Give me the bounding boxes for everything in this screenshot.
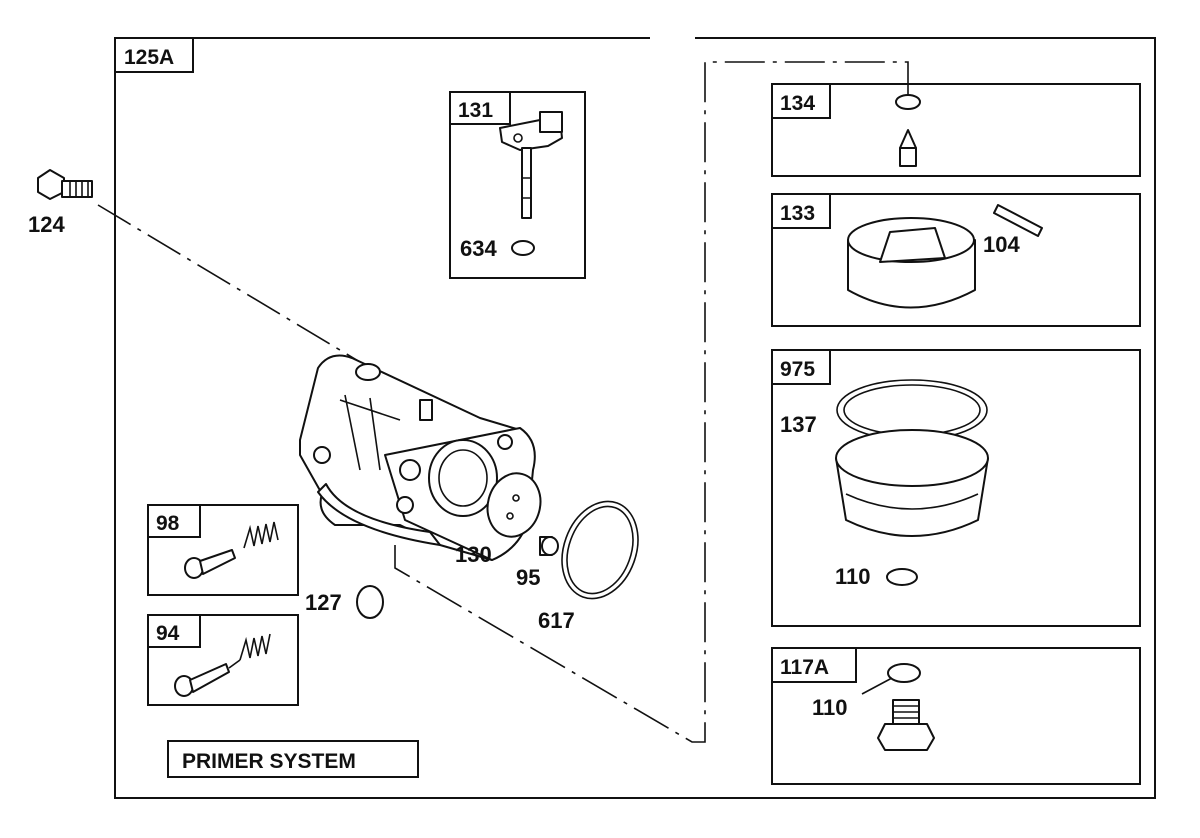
bowl-nut [877,699,935,751]
box-98-tag: 98 [156,512,180,535]
tag-125a: 125A [114,37,194,73]
callout-110-bowl: 110 [835,564,871,589]
float-133 [847,217,976,309]
float-bowl [835,429,989,537]
box-975: 975 [771,349,1141,627]
primer-system-text: PRIMER SYSTEM [182,750,356,773]
box-117a: 117A [771,647,1141,785]
idle-screw-94 [174,659,241,697]
box-94: 94 [147,614,299,706]
callout-617: 617 [538,608,575,633]
callout-127: 127 [305,590,342,615]
bolt-124 [37,169,93,200]
needle-seat [895,94,921,110]
box-117a-tag: 117A [780,656,829,679]
welch-plug-127 [356,585,384,619]
box-134: 134 [771,83,1141,177]
box-133-tag: 133 [780,202,815,225]
primer-system-label: PRIMER SYSTEM [167,740,419,778]
box-131: 131 [449,91,586,279]
inlet-needle [899,129,917,167]
box-94-tag: 94 [156,622,180,645]
callout-130: 130 [455,542,492,567]
leader-110-plug [861,677,893,695]
box-131-tag: 131 [458,99,493,122]
box-98: 98 [147,504,299,596]
washer-634 [511,240,535,256]
washer-110-plug [887,663,921,683]
leader-carb-line [394,61,909,743]
callout-104: 104 [983,232,1020,257]
screw-98 [184,549,236,579]
leader-bolt-line [97,204,366,366]
box-133: 133 [771,193,1141,327]
box-975-tag: 975 [780,358,815,381]
callout-137: 137 [780,412,817,437]
screw-95 [539,536,559,556]
washer-110-bowl [886,568,918,586]
main-frame [114,37,1156,799]
tag-125a-text: 125A [124,46,174,69]
callout-110-plug: 110 [812,695,848,720]
box-134-tag: 134 [780,92,815,115]
throttle-plate-130 [486,472,542,538]
spring-94 [239,633,271,661]
callout-95: 95 [516,565,540,590]
gasket-617 [561,500,639,600]
spring-98 [243,521,279,549]
hinge-pin-104 [993,204,1043,237]
primer-lever [499,111,563,219]
callout-124: 124 [28,212,65,237]
callout-634: 634 [460,236,497,261]
